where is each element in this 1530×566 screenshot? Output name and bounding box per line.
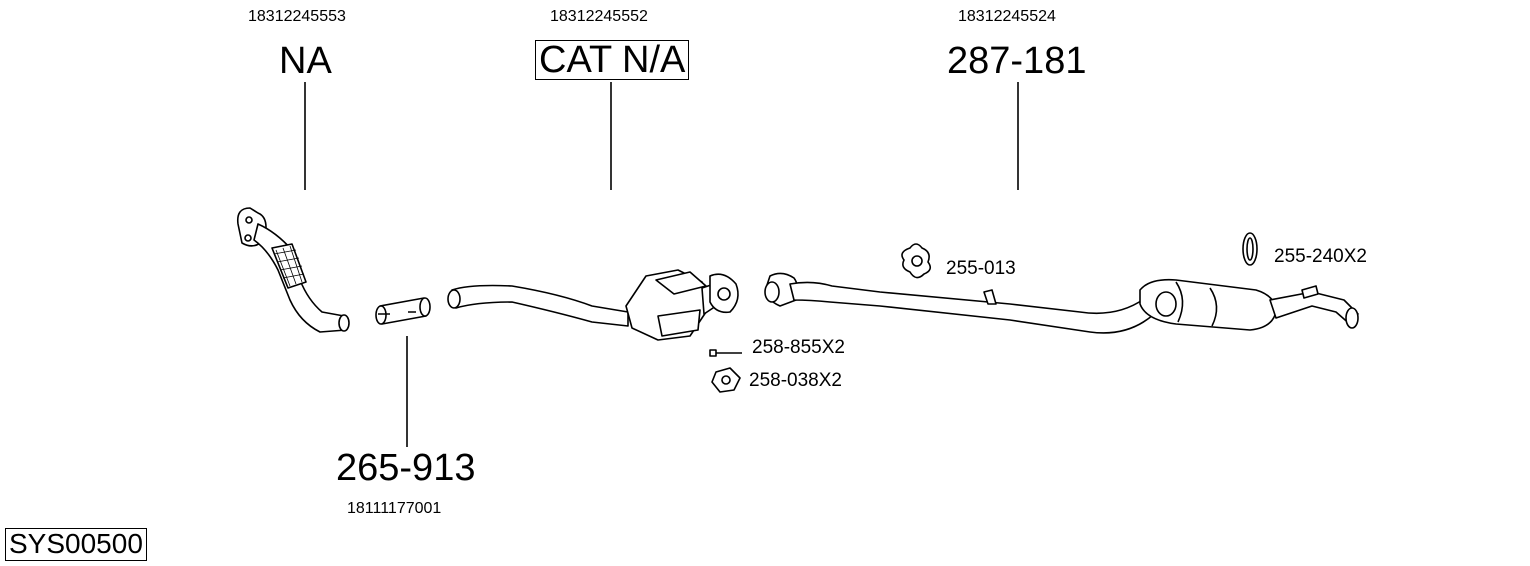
accessory-label-nut: 258-038X2 — [749, 370, 842, 391]
nut-drawing — [711, 367, 741, 393]
part-number-sleeve: 265-913 — [336, 447, 476, 489]
part-number-rear-silencer: 287-181 — [947, 40, 1087, 82]
hanger-255-240-drawing — [1242, 232, 1258, 266]
accessory-label-bolt: 258-855X2 — [752, 337, 845, 358]
hanger-255-013-drawing — [901, 243, 932, 279]
accessory-label-hanger: 255-013 — [946, 258, 1016, 279]
accessory-label-hanger-ring: 255-240X2 — [1274, 246, 1367, 267]
rear-silencer-drawing — [764, 272, 1359, 334]
catalytic-converter-drawing — [447, 269, 739, 341]
oe-number-sleeve: 18111177001 — [347, 500, 442, 517]
bolt-drawing — [709, 349, 742, 357]
oe-number-rear-silencer: 18312245524 — [958, 8, 1056, 25]
sleeve-drawing — [375, 297, 431, 325]
front-pipe-drawing — [236, 207, 350, 333]
oe-number-catalyst: 18312245552 — [550, 8, 648, 25]
part-number-catalyst: CAT N/A — [535, 40, 690, 80]
system-code: SYS00500 — [5, 528, 147, 561]
part-number-front-pipe: NA — [279, 40, 332, 82]
oe-number-front-pipe: 18312245553 — [248, 8, 346, 25]
